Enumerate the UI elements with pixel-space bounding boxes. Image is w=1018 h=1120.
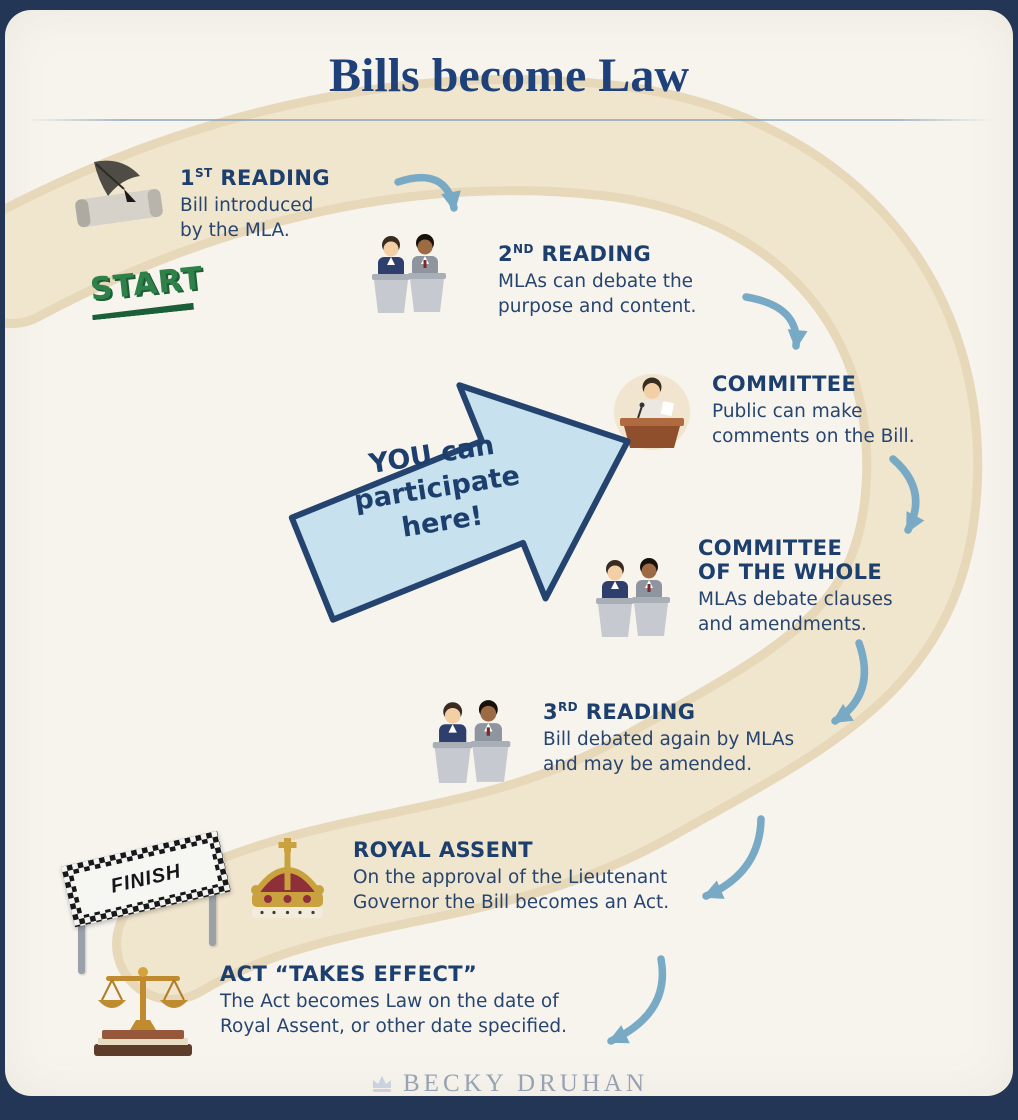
- title-divider: [26, 119, 992, 121]
- page-title: Bills become Law: [329, 49, 689, 102]
- step-title-text: READING: [578, 700, 696, 724]
- step-number: 1: [180, 166, 196, 190]
- step-description: Bill debated again by MLAs and may be am…: [543, 729, 795, 775]
- finish-label: FINISH: [73, 842, 219, 916]
- step-third-reading: 3RD READING Bill debated again by MLAs a…: [543, 700, 794, 778]
- scales-of-justice-icon: [94, 967, 192, 1056]
- step-royal-assent: ROYAL ASSENT On the approval of the Lieu…: [353, 838, 669, 916]
- step-title: COMMITTEE: [712, 372, 857, 396]
- royal-crown-icon: [251, 838, 324, 918]
- mla-debate-icon: [596, 558, 670, 637]
- step-first-reading: 1ST READING Bill introduced by the MLA.: [180, 166, 330, 244]
- step-number: 2: [498, 242, 514, 266]
- step-title: COMMITTEE OF THE WHOLE: [698, 536, 883, 584]
- step-description: Bill introduced by the MLA.: [180, 195, 314, 241]
- step-title: 3RD READING: [543, 700, 794, 724]
- mla-debate-icon: [432, 700, 511, 783]
- step-committee-of-the-whole: COMMITTEE OF THE WHOLE MLAs debate claus…: [698, 536, 893, 638]
- step-ordinal: ST: [195, 166, 213, 180]
- step-act-takes-effect: ACT “TAKES EFFECT” The Act becomes Law o…: [220, 962, 567, 1040]
- quill-scroll-icon: [75, 160, 163, 228]
- brand-crown-icon: [373, 1076, 391, 1092]
- step-second-reading: 2ND READING MLAs can debate the purpose …: [498, 242, 696, 320]
- step-title: ROYAL ASSENT: [353, 838, 534, 862]
- step-description: MLAs debate clauses and amendments.: [698, 589, 893, 635]
- step-committee: COMMITTEE Public can make comments on th…: [712, 372, 915, 450]
- step-title: ACT “TAKES EFFECT”: [220, 962, 478, 986]
- step-number: 3: [543, 700, 559, 724]
- step-ordinal: RD: [558, 700, 579, 714]
- finish-checkered-banner: FINISH: [61, 830, 231, 928]
- step-title-text: READING: [212, 166, 330, 190]
- step-description: Public can make comments on the Bill.: [712, 401, 915, 447]
- step-description: On the approval of the Lieutenant Govern…: [353, 867, 670, 913]
- brand-name: BECKY DRUHAN: [403, 1070, 648, 1097]
- mla-debate-icon: [372, 234, 446, 313]
- step-title-text: READING: [533, 242, 652, 266]
- footer-brand: BECKY DRUHAN: [0, 1070, 1018, 1098]
- step-description: MLAs can debate the purpose and content.: [498, 271, 697, 317]
- step-description: The Act becomes Law on the date of Royal…: [220, 991, 568, 1037]
- step-title: 2ND READING: [498, 242, 696, 266]
- step-title: 1ST READING: [180, 166, 330, 190]
- step-ordinal: ND: [513, 242, 534, 256]
